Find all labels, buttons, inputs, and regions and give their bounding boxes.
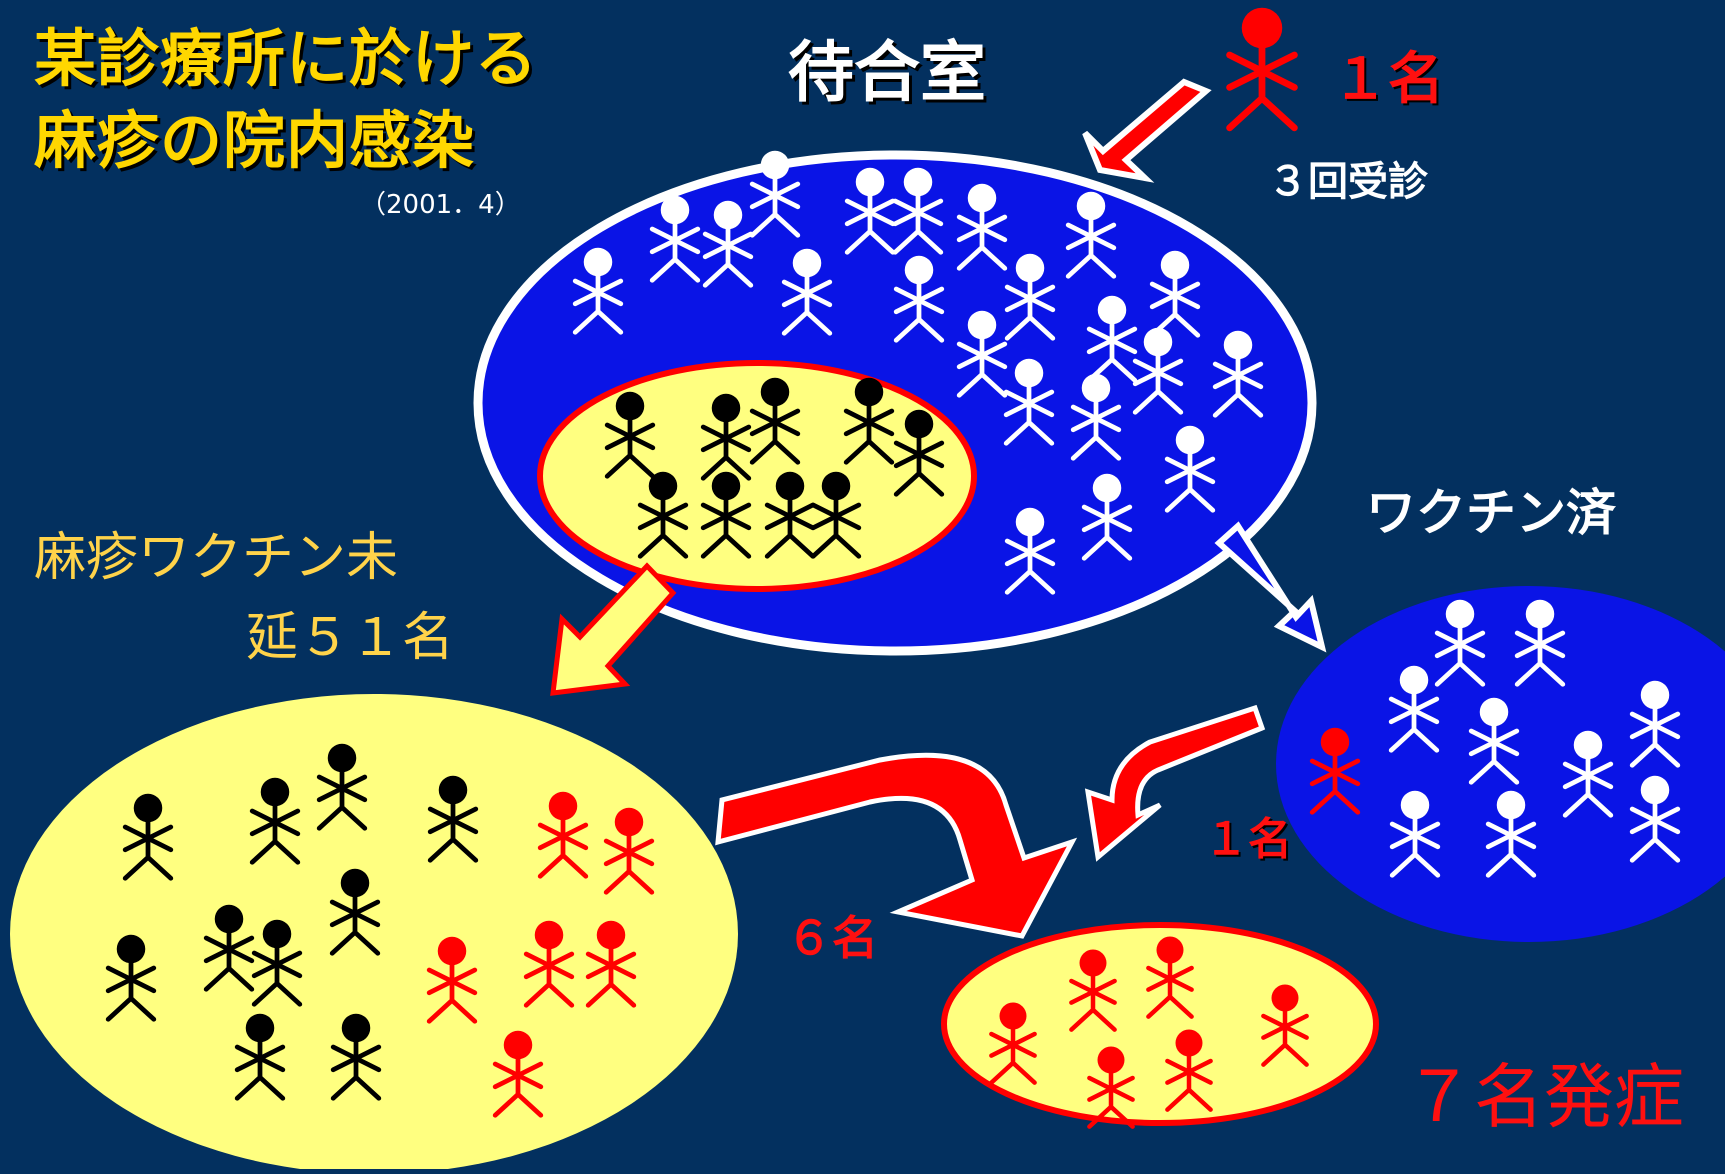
unvaccinated-infected-person-figure [492,1030,544,1118]
unvaccinated-person-figure [203,904,255,992]
source-visits-label: ３回受診 [1268,159,1428,205]
waiting-room-person-figure [1164,425,1216,513]
vaccinated-person-figure [1629,680,1681,768]
waiting-room-person-figure [956,183,1008,271]
unvaccinated-waiting-person-figure [604,391,656,479]
outcome-label: ７名発症 [1404,1056,1684,1138]
unvaccinated-waiting-person-figure [843,377,895,465]
vaccinated-person-figure [1629,775,1681,863]
unvaccinated-infected-person-figure [426,936,478,1024]
waiting-room-person-figure [1086,295,1138,383]
waiting-room-person-figure [1212,330,1264,418]
unvaccinated-infected-count: ６名 [786,911,878,965]
unvaccinated-waiting-person-figure [637,471,689,559]
outcome-infected-person-figure [1069,949,1117,1032]
outcome-infected-person-figure [989,1002,1037,1085]
unvaccinated-infected-person-figure [537,791,589,879]
vaccinated-person-figure [1562,730,1614,818]
title-line-2: 麻疹の院内感染 [34,104,476,177]
unvaccinated-person-figure [105,934,157,1022]
waiting-room-person-figure [781,248,833,336]
waiting-room-person-figure [844,167,896,255]
title-date: （2001．4） [360,190,521,220]
unvaccinated-arrow [550,562,677,696]
unvaccinated-waiting-person-figure [893,409,945,497]
waiting-room-person-figure [749,150,801,238]
waiting-room-person-figure [572,247,624,335]
outcome-infected-person-figure [1165,1029,1213,1112]
unvaccinated-infected-person-figure [585,920,637,1008]
vaccinated-person-figure [1485,790,1537,878]
vaccinated-person-figure [1389,790,1441,878]
vaccinated-arrow [1214,521,1327,653]
unvaccinated-group-ellipse [10,694,738,1174]
waiting-room-person-figure [1081,473,1133,561]
unvaccinated-infected-person-figure [523,920,575,1008]
waiting-room-person-figure [1003,358,1055,446]
one-infected-arrow [1084,704,1266,862]
vaccinated-person-figure [1514,599,1566,687]
vaccinated-person-figure [1434,599,1486,687]
unvaccinated-waiting-person-figure [810,471,862,559]
unvaccinated-person-figure [316,743,368,831]
waiting-room-label: 待合室 [788,34,986,111]
source-person-figure [1226,7,1298,132]
unvaccinated-label-line-1: 麻疹ワクチン未 [34,528,399,588]
waiting-room-person-figure [1132,327,1184,415]
waiting-room-person-figure [1004,507,1056,595]
waiting-room-person-figure [1065,191,1117,279]
unvaccinated-person-figure [427,775,479,863]
unvaccinated-label-line-2: 延５１名 [246,608,455,668]
unvaccinated-waiting-person-figure [700,471,752,559]
waiting-room-person-figure [956,310,1008,398]
unvaccinated-waiting-person-figure [700,393,752,481]
source-count-label: １名 [1332,47,1444,112]
unvaccinated-person-figure [330,1013,382,1101]
waiting-room-person-figure [1070,373,1122,461]
unvaccinated-waiting-person-figure [764,471,816,559]
waiting-room-person-figure [702,200,754,288]
six-infected-arrow [715,752,1078,939]
outcome-infected-person-figure [1261,984,1309,1067]
title-line-1: 某診療所に於ける [34,22,539,95]
waiting-room-person-figure [1004,253,1056,341]
unvaccinated-person-figure [234,1013,286,1101]
unvaccinated-person-figure [329,868,381,956]
vaccinated-infected-count: １名 [1204,814,1292,865]
vaccinated-group-ellipse [1276,586,1725,942]
outcome-infected-person-figure [1146,936,1194,1019]
entry-arrow [1082,78,1212,183]
waiting-room-person-figure [892,167,944,255]
unvaccinated-waiting-person-figure [749,377,801,465]
vaccinated-label: ワクチン済 [1366,484,1616,542]
vaccinated-person-figure [1388,665,1440,753]
vaccinated-person-figure [1468,697,1520,785]
unvaccinated-person-figure [249,777,301,865]
unvaccinated-person-figure [251,919,303,1007]
outcome-ellipse [941,922,1379,1126]
unvaccinated-infected-person-figure [603,807,655,895]
waiting-room-person-figure [649,195,701,283]
vaccinated-infected-person-figure [1309,727,1361,815]
outcome-infected-person-figure [1087,1046,1135,1129]
waiting-room-person-figure [1149,250,1201,338]
unvaccinated-person-figure [122,793,174,881]
waiting-room-person-figure [893,255,945,343]
